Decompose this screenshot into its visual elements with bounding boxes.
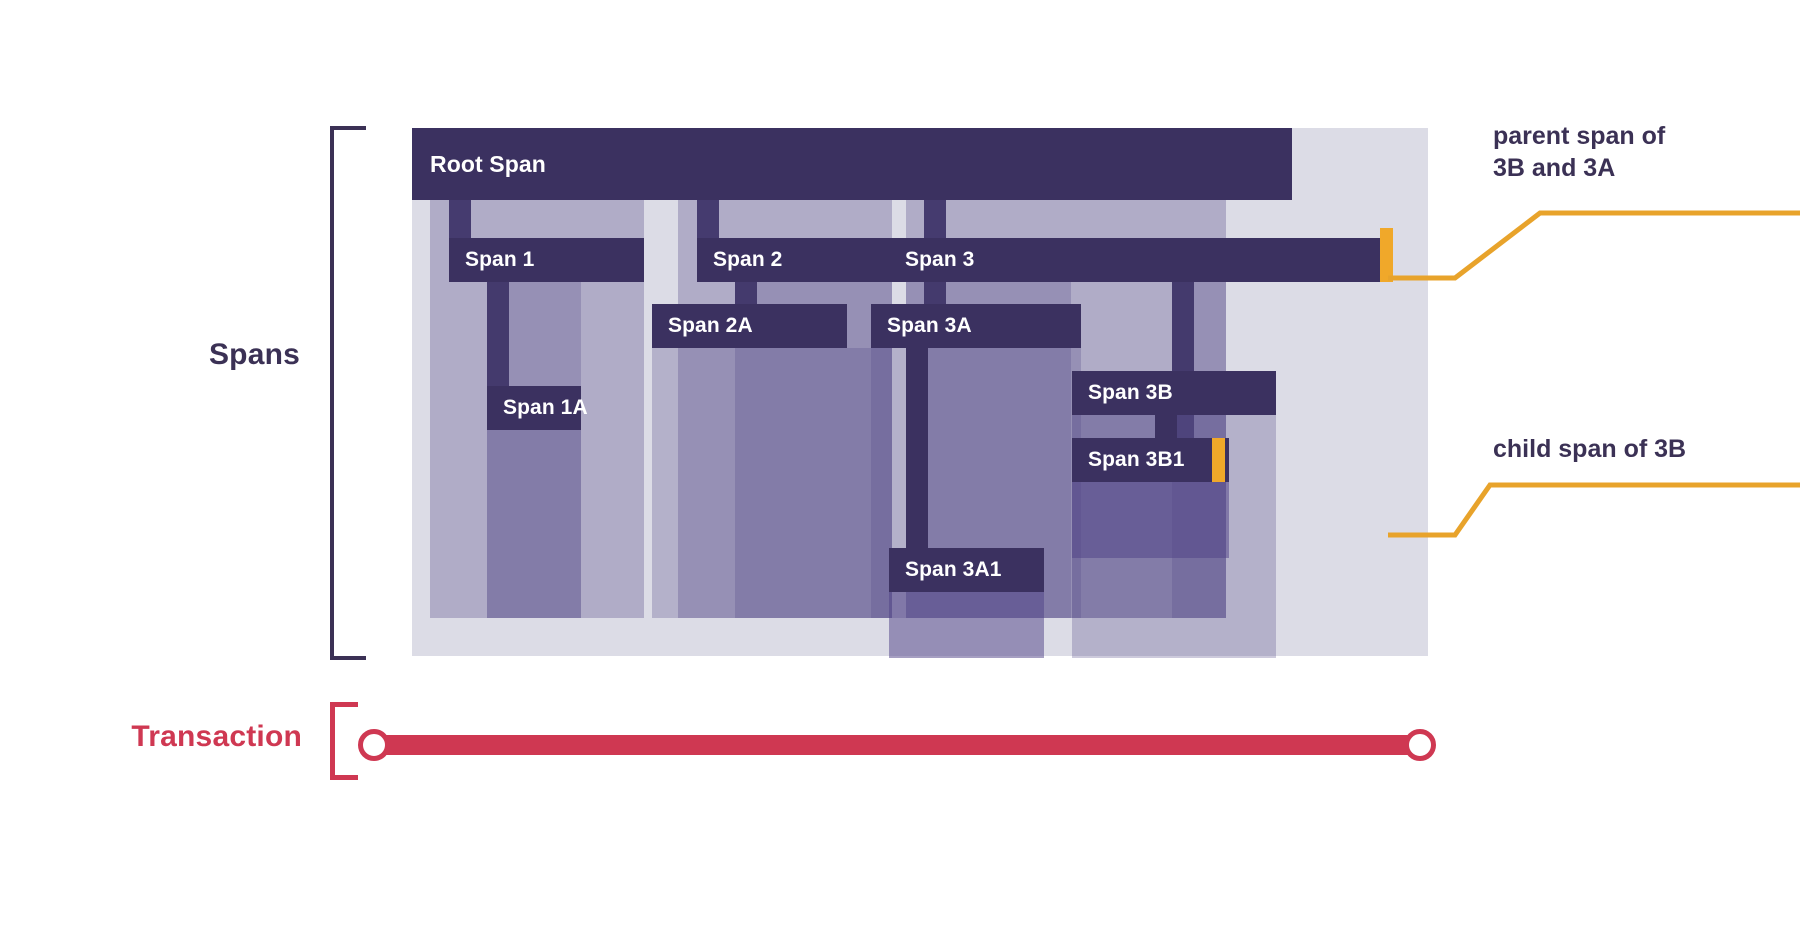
connector-root-to-span1	[449, 200, 471, 238]
span-bar-span3b1[interactable]: Span 3B1	[1072, 438, 1229, 482]
spans-section-label: Spans	[208, 338, 300, 371]
connector-root-to-span2	[697, 200, 719, 238]
span-bar-span3[interactable]: Span 3	[889, 238, 1392, 282]
span-body-span3a1	[889, 592, 1044, 658]
span-bar-span3b[interactable]: Span 3B	[1072, 371, 1276, 415]
parent-span-highlight-marker	[1380, 228, 1393, 282]
span-body-span1-inner	[487, 282, 581, 618]
transaction-start-dot	[358, 729, 390, 761]
span-bar-span1a[interactable]: Span 1A	[487, 386, 588, 430]
span-bar-span3a[interactable]: Span 3A	[871, 304, 1081, 348]
connector-root-to-span3	[924, 200, 946, 238]
transaction-bracket	[330, 702, 358, 780]
span-body-span2a	[652, 348, 892, 618]
parent-span-callout-text: parent span of 3B and 3A	[1493, 122, 1666, 182]
child-callout-leader	[1388, 482, 1800, 538]
span-body-span1a	[487, 408, 581, 618]
connector-span3a-to-span3a1	[906, 348, 928, 548]
transaction-duration-bar	[372, 735, 1420, 755]
transaction-end-dot	[1404, 729, 1436, 761]
transaction-section-label: Transaction	[131, 720, 302, 753]
spans-waterfall-panel: Root Span Span 1 Span 1A Span 2 Span 2A …	[412, 128, 1428, 658]
span-body-span3b1	[1072, 482, 1229, 558]
span-bar-root[interactable]: Root Span	[412, 128, 1292, 200]
parent-callout-leader	[1388, 210, 1800, 281]
span-bar-span2a[interactable]: Span 2A	[652, 304, 847, 348]
span-bar-span2[interactable]: Span 2	[697, 238, 892, 282]
child-span-highlight-marker	[1212, 438, 1225, 482]
span-bar-span3a1[interactable]: Span 3A1	[889, 548, 1044, 592]
span-bar-span1[interactable]: Span 1	[449, 238, 644, 282]
spans-bracket	[330, 126, 366, 660]
child-span-callout-text: child span of 3B	[1493, 435, 1687, 463]
connector-span1-to-span1a	[487, 282, 509, 408]
